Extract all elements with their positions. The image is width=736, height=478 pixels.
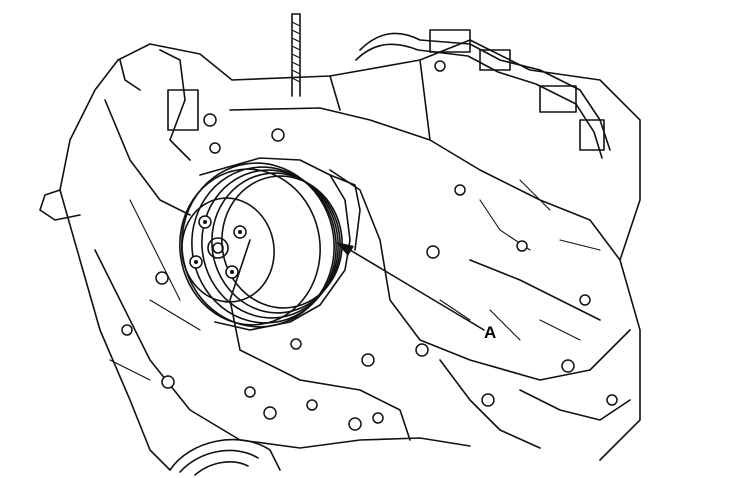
- callout-arrow-a: [336, 242, 485, 331]
- callout-label-a: A: [484, 323, 497, 342]
- pulley-bolt: [225, 265, 239, 279]
- pulley-bolt: [198, 215, 212, 229]
- wiring-harness: [119, 29, 611, 161]
- lower-pulley: [169, 438, 281, 476]
- engine-bolts: [121, 60, 618, 431]
- pulley-bolt: [189, 255, 203, 269]
- pulley-bolt: [233, 225, 247, 239]
- water-pump-pulley: [179, 162, 343, 328]
- dipstick-rod: [291, 13, 301, 97]
- pulley-bolts: [189, 215, 247, 279]
